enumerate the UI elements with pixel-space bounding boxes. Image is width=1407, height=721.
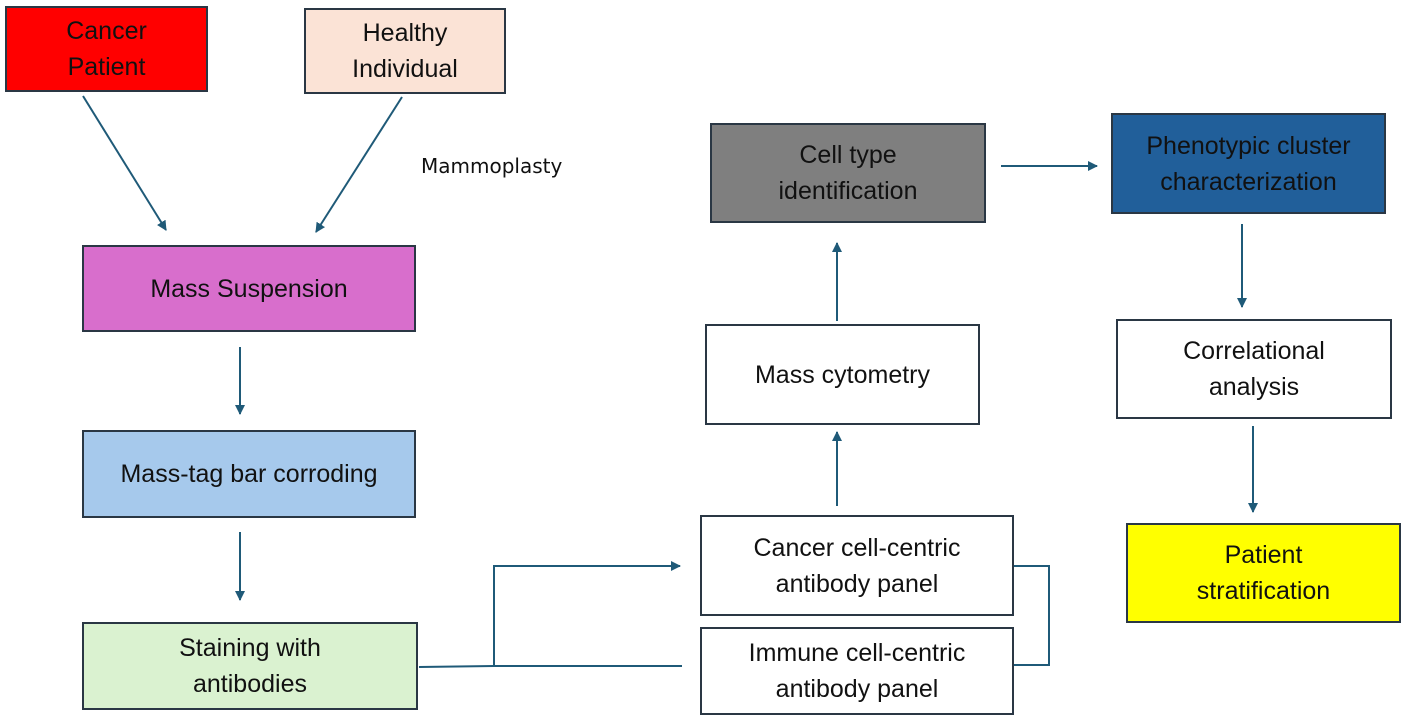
- cancer-panel-box: Cancer cell-centric antibody panel: [700, 515, 1014, 616]
- staining-box: Staining with antibodies: [82, 622, 418, 710]
- healthy-individual-box: Healthy Individual: [304, 8, 506, 94]
- bracket-panels: [1014, 565, 1050, 666]
- phenotypic-box: Phenotypic cluster characterization: [1111, 113, 1386, 214]
- mammoplasty-label: Mammoplasty: [421, 154, 563, 178]
- cancer-patient-box: Cancer Patient: [5, 6, 208, 92]
- arrow-patient-to-suspension: [82, 95, 167, 231]
- mass-suspension-box: Mass Suspension: [82, 245, 416, 332]
- arrow-healthy-to-suspension: [315, 96, 403, 233]
- patient-stratification-box: Patient stratification: [1126, 523, 1401, 623]
- arrow-staining-to-cancer-panel: [493, 561, 681, 666]
- cell-type-box: Cell type identification: [710, 123, 986, 223]
- correlational-box: Correlational analysis: [1116, 319, 1392, 419]
- connector-staining-to-panels: [418, 665, 682, 668]
- barcoding-box: Mass-tag bar corroding: [82, 430, 416, 518]
- immune-panel-box: Immune cell-centric antibody panel: [700, 627, 1014, 715]
- mass-cytometry-box: Mass cytometry: [705, 324, 980, 425]
